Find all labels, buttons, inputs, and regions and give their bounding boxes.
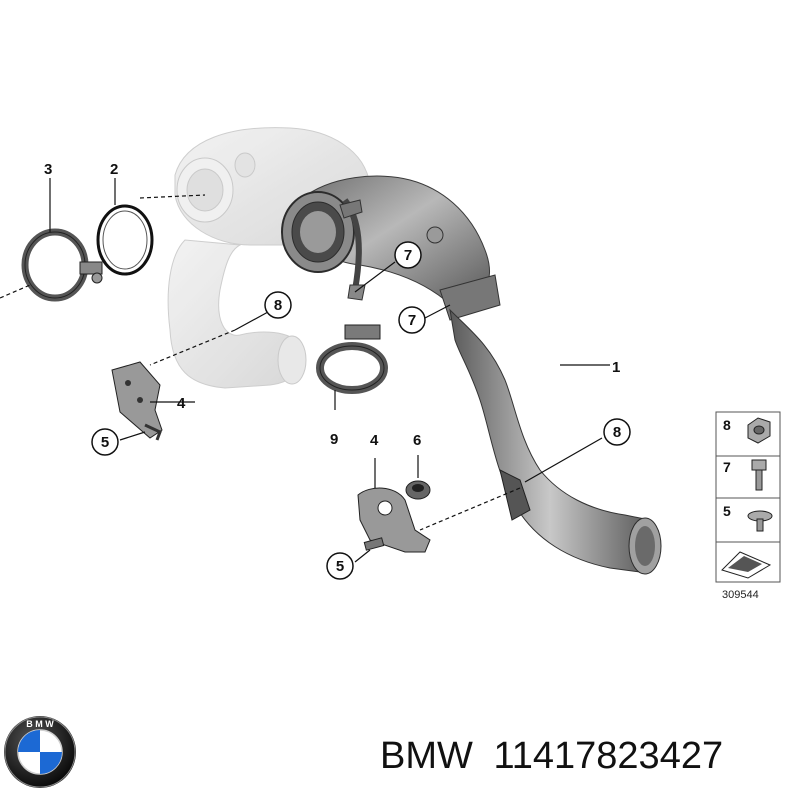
label-part-6: 6 [413,432,421,449]
v-band-clamp-part-3 [21,228,103,302]
gasket-ring-part-2 [96,204,154,276]
legend-row-5: 5 [723,503,773,532]
callout-part-7-upper: 7 [394,241,422,269]
brand-part-number-line: BMW 11417823427 [380,735,723,778]
svg-text:5: 5 [101,434,109,451]
bracket-part-4-left [111,361,163,441]
label-part-2: 2 [110,161,118,178]
svg-text:8: 8 [613,424,621,441]
part-number: 11417823427 [493,735,724,777]
callout-part-7-lower: 7 [398,306,426,334]
diagram-id: 309544 [722,589,759,601]
hex-bolt-icon [751,459,767,491]
callout-part-5-lower: 5 [326,552,354,580]
svg-text:8: 8 [274,297,282,314]
countersunk-screw-icon [747,510,773,532]
svg-text:7: 7 [408,312,416,329]
label-part-3: 3 [44,161,52,178]
svg-text:7: 7 [723,459,731,475]
svg-text:5: 5 [336,558,344,575]
svg-text:5: 5 [723,503,731,519]
bracket-part-4-lower [357,487,431,553]
label-part-1: 1 [612,359,620,376]
svg-text:7: 7 [404,247,412,264]
nut-part-6 [405,480,431,500]
flange-nut-icon [747,417,771,444]
direction-arrow-icon [721,551,772,579]
callout-part-8-lower: 8 [603,418,631,446]
legend-row-8: 8 [723,417,771,444]
callout-part-8-upper: 8 [264,291,292,319]
brand-name: BMW [380,735,473,777]
svg-text:B M W: B M W [26,719,54,729]
fastener-legend: 8 7 5 [715,411,781,583]
legend-row-7: 7 [723,459,767,491]
callout-part-5-left: 5 [91,428,119,456]
svg-text:8: 8 [723,417,731,433]
pipe-clamp-part-9 [316,324,388,394]
catalytic-converter-downpipe [281,175,662,575]
label-part-4-lower: 4 [370,432,379,449]
bmw-logo: B M W [4,716,76,788]
label-part-4-left: 4 [177,395,186,412]
label-part-9: 9 [330,431,338,448]
leader-lines [0,178,610,563]
ghost-turbocharger [167,127,371,389]
